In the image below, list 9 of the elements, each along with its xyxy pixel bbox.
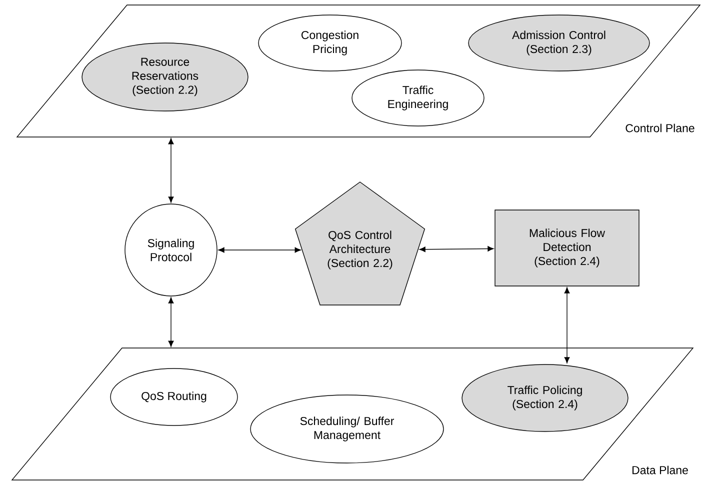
plane-label: Control Plane bbox=[626, 124, 694, 132]
box: Malicious Flow Detection (Section 2.4) bbox=[494, 210, 640, 286]
arrow bbox=[168, 138, 174, 203]
arrow bbox=[218, 247, 301, 253]
arrow bbox=[168, 297, 174, 347]
plane-label: Data Plane bbox=[632, 466, 688, 474]
pentagon: QoS Control Architecture (Section 2.2) bbox=[294, 182, 426, 306]
arrow bbox=[419, 246, 494, 252]
arrow bbox=[564, 287, 570, 364]
